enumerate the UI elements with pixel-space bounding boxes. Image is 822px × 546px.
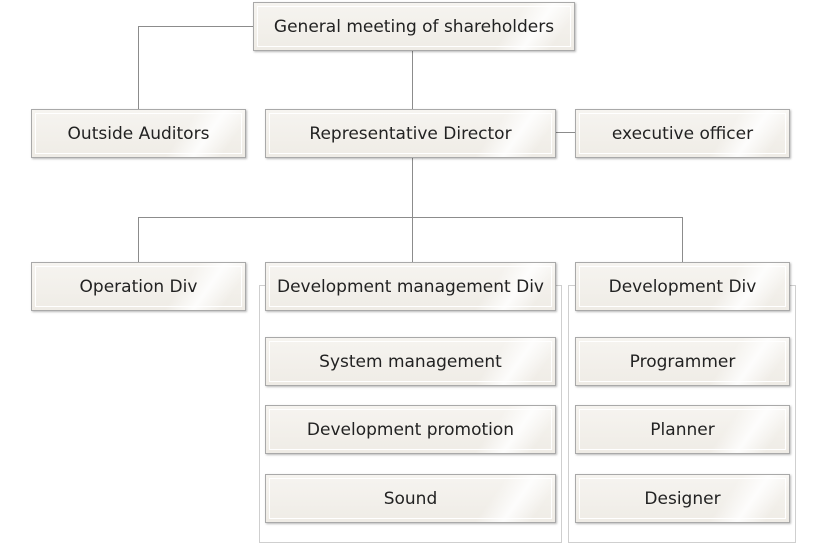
node-programmer[interactable]: Programmer [575,337,790,386]
node-label: Planner [650,419,715,440]
node-planner[interactable]: Planner [575,405,790,454]
node-representative-director[interactable]: Representative Director [265,109,556,158]
node-designer[interactable]: Designer [575,474,790,523]
node-system-management[interactable]: System management [265,337,556,386]
node-development-promotion[interactable]: Development promotion [265,405,556,454]
connector-divisions-bar [138,217,683,262]
node-outside-auditors[interactable]: Outside Auditors [31,109,246,158]
connector-shareholders-auditors [138,26,253,109]
node-label: Designer [644,488,721,509]
node-operation-div[interactable]: Operation Div [31,262,246,311]
node-label: executive officer [611,123,754,144]
node-development-management-div[interactable]: Development management Div [265,262,556,311]
node-label: Operation Div [79,276,198,297]
node-label: Outside Auditors [67,123,210,144]
node-label: Development management Div [276,276,544,297]
node-label: General meeting of shareholders [273,16,555,37]
node-label: Development Div [608,276,757,297]
node-label: Representative Director [309,123,512,144]
node-label: Programmer [629,351,736,372]
node-label: Development promotion [306,419,515,440]
node-development-div[interactable]: Development Div [575,262,790,311]
node-sound[interactable]: Sound [265,474,556,523]
node-shareholders[interactable]: General meeting of shareholders [253,2,575,51]
node-label: System management [319,351,502,372]
node-executive-officer[interactable]: executive officer [575,109,790,158]
node-label: Sound [383,488,438,509]
